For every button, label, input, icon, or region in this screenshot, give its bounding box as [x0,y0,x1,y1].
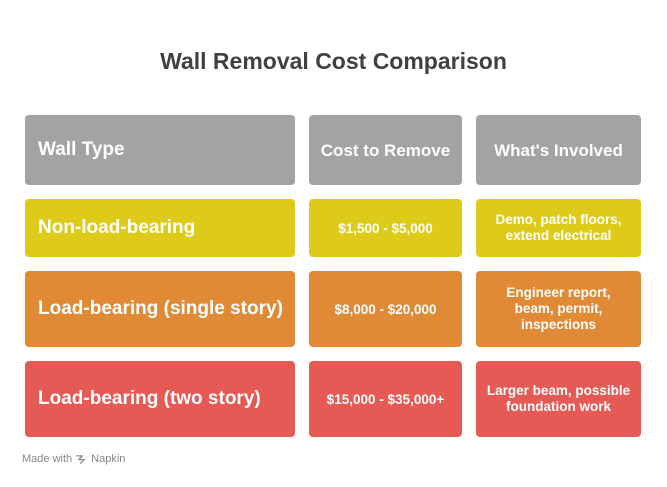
row-2-wall-type: Load-bearing (single story) [25,271,295,347]
row-2-cost: $8,000 - $20,000 [309,271,462,347]
row-3-cost: $15,000 - $35,000+ [309,361,462,437]
header-cost: Cost to Remove [309,115,462,185]
header-involved: What's Involved [476,115,641,185]
row-2-involved: Engineer report, beam, permit, inspectio… [476,271,641,347]
made-with-footer[interactable]: Made with Napkin [22,453,125,465]
brand-name: Napkin [91,453,126,465]
row-3-involved: Larger beam, possible foundation work [476,361,641,437]
header-wall-type: Wall Type [25,115,295,185]
row-1-wall-type: Non-load-bearing [25,199,295,257]
row-3-wall-type: Load-bearing (two story) [25,361,295,437]
row-1-involved: Demo, patch floors, extend electrical [476,199,641,257]
page-title: Wall Removal Cost Comparison [160,48,507,74]
row-1-cost: $1,500 - $5,000 [309,199,462,257]
made-with-label: Made with [22,453,73,465]
napkin-logo-icon [76,454,86,464]
